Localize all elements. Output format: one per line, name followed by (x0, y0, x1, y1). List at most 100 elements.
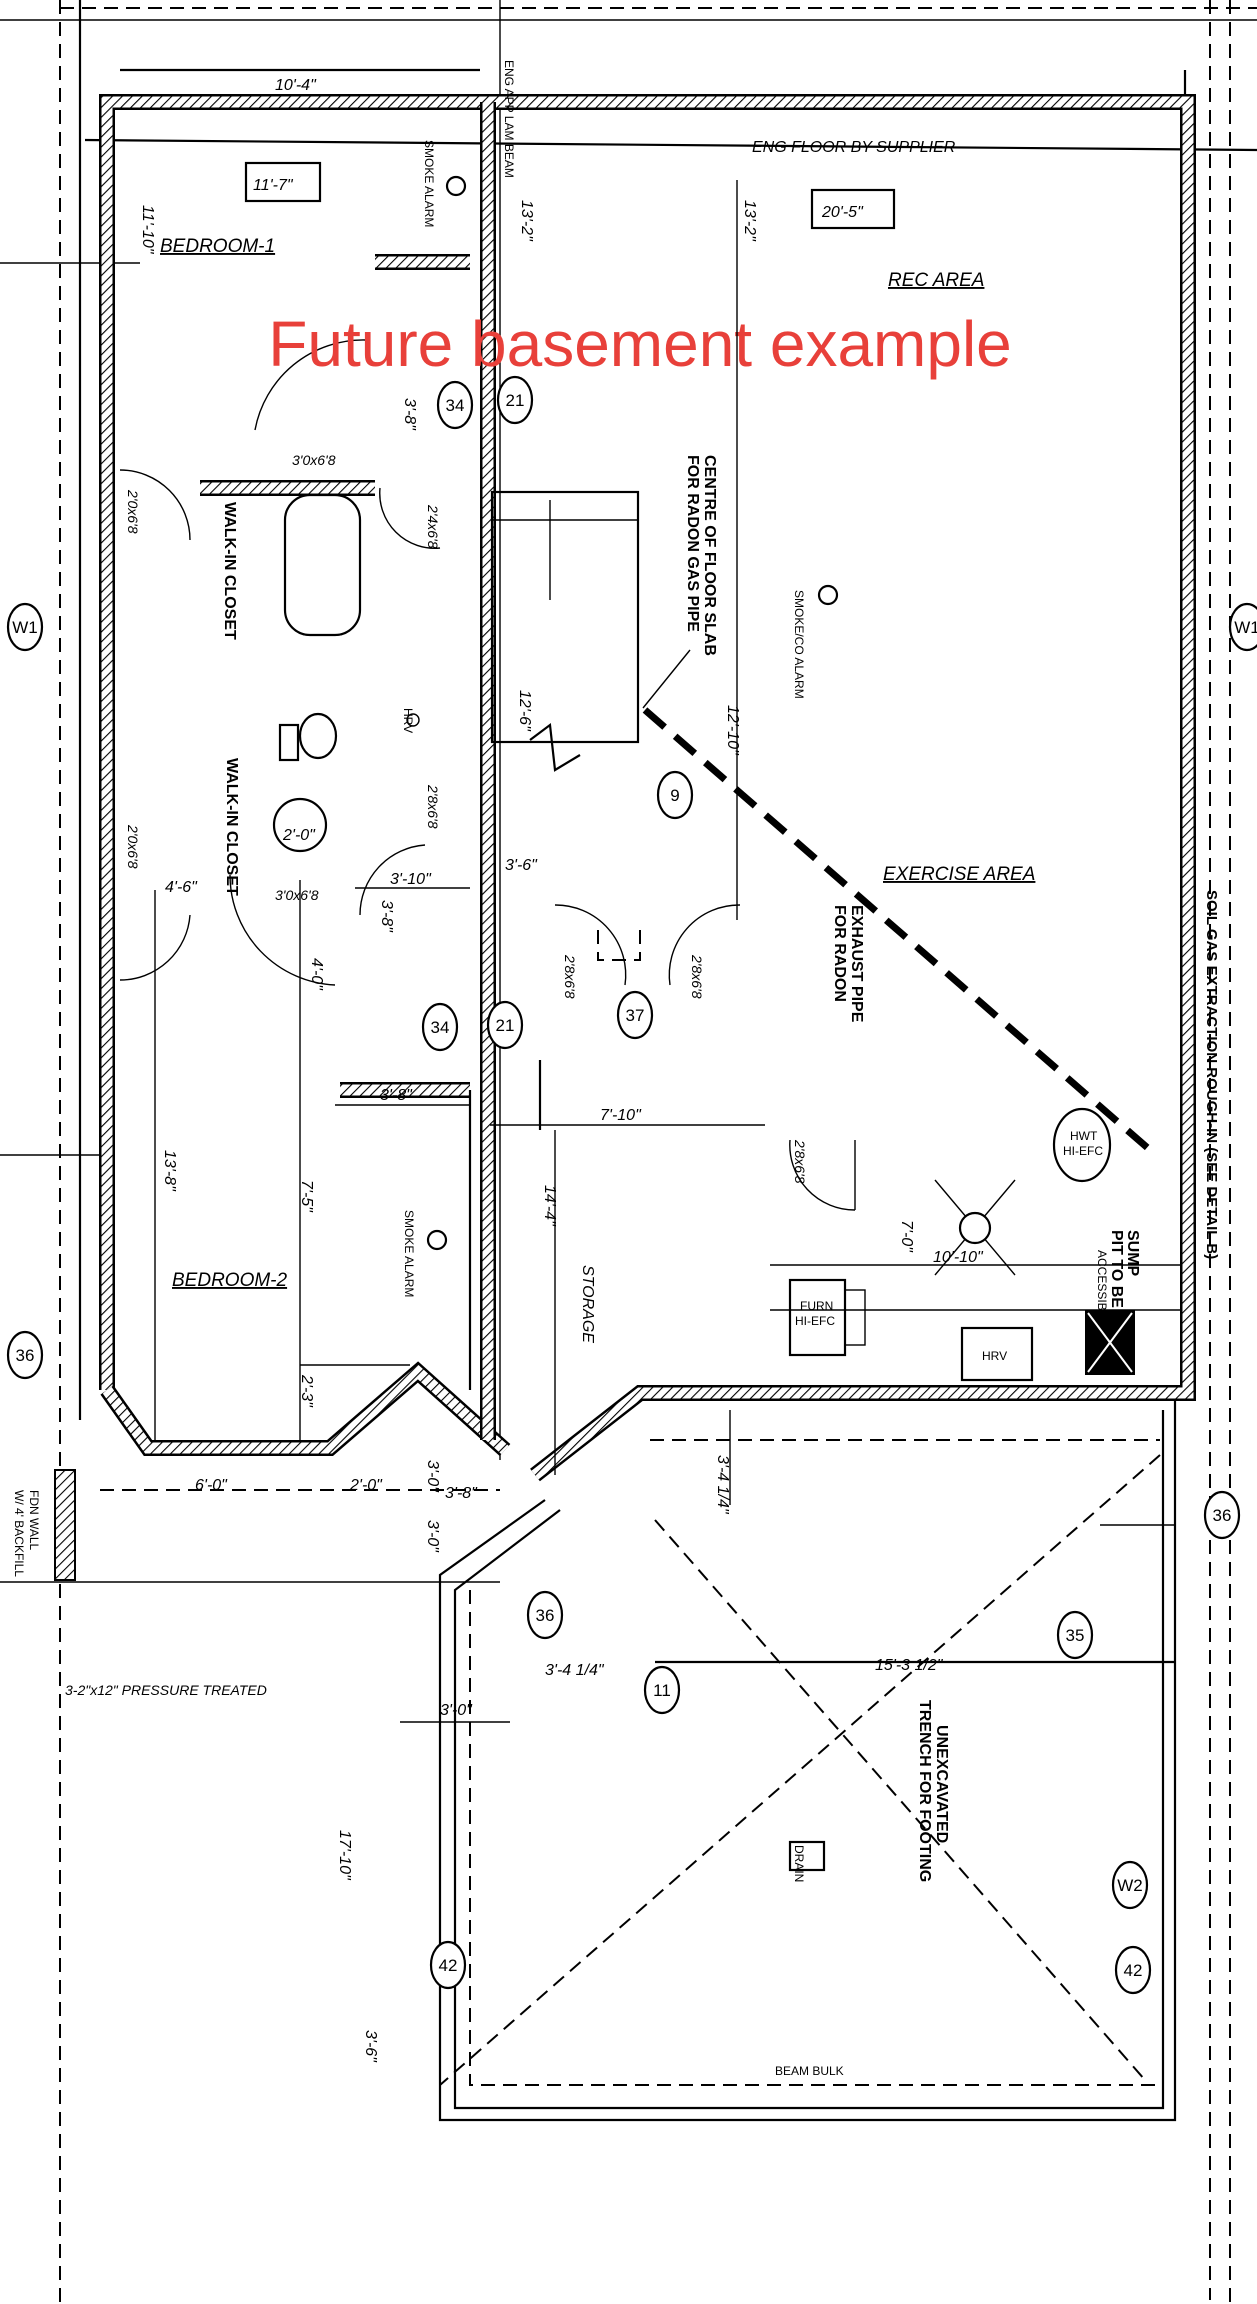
room-label-bedroom-1: BEDROOM-1 (160, 236, 275, 257)
dim-7-0: 7'-0" (898, 1220, 915, 1253)
note-hrv-unit: HRV (982, 1349, 1007, 1363)
note-beam-bulk: BEAM BULK (775, 2064, 844, 2078)
note-fdn-wall-1: FDN WALL (27, 1490, 41, 1551)
dim-3-8-b: 3'-8" (378, 900, 395, 933)
callout-36b: 36 (1213, 1506, 1232, 1525)
dim-3-0-a: 3'-0" (424, 1460, 441, 1493)
callout-21b: 21 (496, 1016, 515, 1035)
unexcavated-area (0, 1400, 1177, 2122)
note-exhaust-2: FOR RADON (831, 905, 848, 1002)
callout-42b: 42 (1124, 1961, 1143, 1980)
note-unexcavated-1: UNEXCAVATED (933, 1725, 950, 1843)
door-swings (119, 339, 856, 1211)
note-radon-slab-1: CENTRE OF FLOOR SLAB (701, 455, 718, 656)
dim-15-3: 15'-3 1/2" (875, 1657, 944, 1674)
callout-circle-42a (429, 1940, 467, 1990)
callout-circle-36c (526, 1590, 564, 1640)
dim-11-10: 11'-10" (139, 205, 156, 255)
note-soil-gas: SOIL GAS EXTRACTION ROUGH-IN (SEE DETAIL… (1203, 890, 1220, 1259)
callout-circle-35 (1056, 1610, 1094, 1660)
callout-w2: W2 (1117, 1876, 1143, 1895)
smoke-co-alarm-icon (817, 584, 839, 606)
note-eng-app: ENG APP LAM BEAM (502, 60, 516, 178)
drain-box (788, 1840, 826, 1872)
note-smoke-alarm-2: SMOKE ALARM (402, 1210, 416, 1297)
door-label-storage-right: 2'8x6'8 (689, 954, 705, 999)
note-pressure-treated: 3-2"x12" PRESSURE TREATED (65, 1682, 267, 1698)
callout-circle-21a (496, 375, 534, 425)
door-label-storage-left: 2'8x6'8 (562, 954, 578, 999)
dim-13-2-a: 13'-2" (518, 200, 535, 242)
dim-2-3: 2'-3" (298, 1374, 315, 1408)
callouts: 34 21 9 34 21 37 36 36 36 35 11 W1 W1 W2… (6, 375, 1257, 1995)
door-label-bedroom-2: 3'0x6'8 (275, 887, 319, 903)
dim-10-4: 10'-4" (275, 77, 317, 94)
door-label-closet-1: 2'0x6'8 (125, 489, 141, 534)
door-label-closet-2: 2'0x6'8 (125, 824, 141, 869)
dim-12-6: 12'-6" (516, 690, 533, 732)
callout-35: 35 (1066, 1626, 1085, 1645)
toilet-tank (278, 723, 300, 762)
sink (272, 797, 328, 853)
dim-6-0: 6'-0" (195, 1477, 228, 1494)
interior-walls (200, 102, 542, 1440)
note-exhaust-1: EXHAUST PIPE (848, 905, 865, 1023)
room-size-rec-area: 20'-5" (821, 204, 864, 221)
dim-3-0-c: 3'-0" (440, 1702, 473, 1719)
callout-36a: 36 (16, 1346, 35, 1365)
dim-2-0-b: 2'-0" (349, 1477, 383, 1494)
callout-11: 11 (653, 1681, 671, 1700)
callout-circle-34b (421, 1002, 459, 1052)
dim-14-4: 14'-4" (541, 1185, 558, 1227)
note-drain: DRAIN (792, 1845, 806, 1882)
note-furn-2: HI-EFC (795, 1314, 835, 1328)
room-label-exercise-area: EXERCISE AREA (883, 864, 1035, 885)
note-hrv-ceiling: HRV (401, 708, 415, 733)
note-sump-3: ACCESSIBLE (1095, 1250, 1109, 1325)
callout-34a: 34 (446, 396, 465, 415)
hrv-vent-icon (406, 713, 420, 727)
dim-12-10: 12'-10" (724, 705, 741, 756)
dimensions: 10'-4" 11'-10" 13'-2" 13'-2" 3'-8" 12'-6… (120, 68, 1180, 2063)
exterior-walls (99, 94, 1196, 1482)
door-label-mechanical: 2'8x6'8 (792, 1139, 808, 1184)
callout-circle-w2 (1111, 1860, 1149, 1910)
dim-10-10: 10'-10" (933, 1249, 984, 1266)
floor-drain-icon (958, 1211, 992, 1245)
stairs (490, 490, 641, 961)
room-size-box-rec-area (810, 188, 896, 230)
note-hwt-1: HWT (1070, 1129, 1098, 1143)
dim-13-2-b: 13'-2" (741, 200, 758, 242)
callout-circle-36b (1203, 1490, 1241, 1540)
dim-13-8: 13'-8" (161, 1150, 178, 1192)
dim-3-8-a: 3'-8" (401, 398, 418, 431)
callout-circle-37 (616, 990, 654, 1040)
door-label-hall: 2'8x6'8 (425, 784, 441, 829)
callout-w1b: W1 (1234, 618, 1257, 637)
callout-34b: 34 (431, 1018, 450, 1037)
callout-42a: 42 (439, 1956, 458, 1975)
dim-7-10: 7'-10" (600, 1107, 642, 1124)
bathtub (283, 493, 362, 637)
dim-4-6: 4'-6" (165, 879, 198, 896)
dim-7-5: 7'-5" (298, 1180, 315, 1213)
toilet (298, 712, 338, 760)
callout-circle-9 (656, 770, 694, 820)
mechanical-room (770, 1107, 1180, 1382)
callout-circle-w1b (1228, 602, 1257, 652)
radon-exhaust-line (642, 707, 1153, 1153)
dim-3-6-b: 3'-6" (362, 2030, 379, 2063)
callout-37: 37 (626, 1006, 645, 1025)
dim-3-6: 3'-6" (505, 857, 538, 874)
room-size-bedroom-1: 11'-7" (253, 177, 294, 194)
room-size-box-bedroom-1 (244, 161, 322, 203)
note-unexcavated-2: TRENCH FOR FOOTING (916, 1700, 933, 1882)
foundation-wall (54, 1469, 76, 1581)
dim-2-0: 2'-0" (282, 827, 316, 844)
hwt-tank (1052, 1107, 1112, 1183)
smoke-alarm-icon-2 (426, 1229, 448, 1251)
note-eng-floor: ENG FLOOR BY SUPPLIER (752, 139, 956, 156)
callout-circle-11 (643, 1665, 681, 1715)
overlay-title: Future basement example (268, 308, 1012, 380)
